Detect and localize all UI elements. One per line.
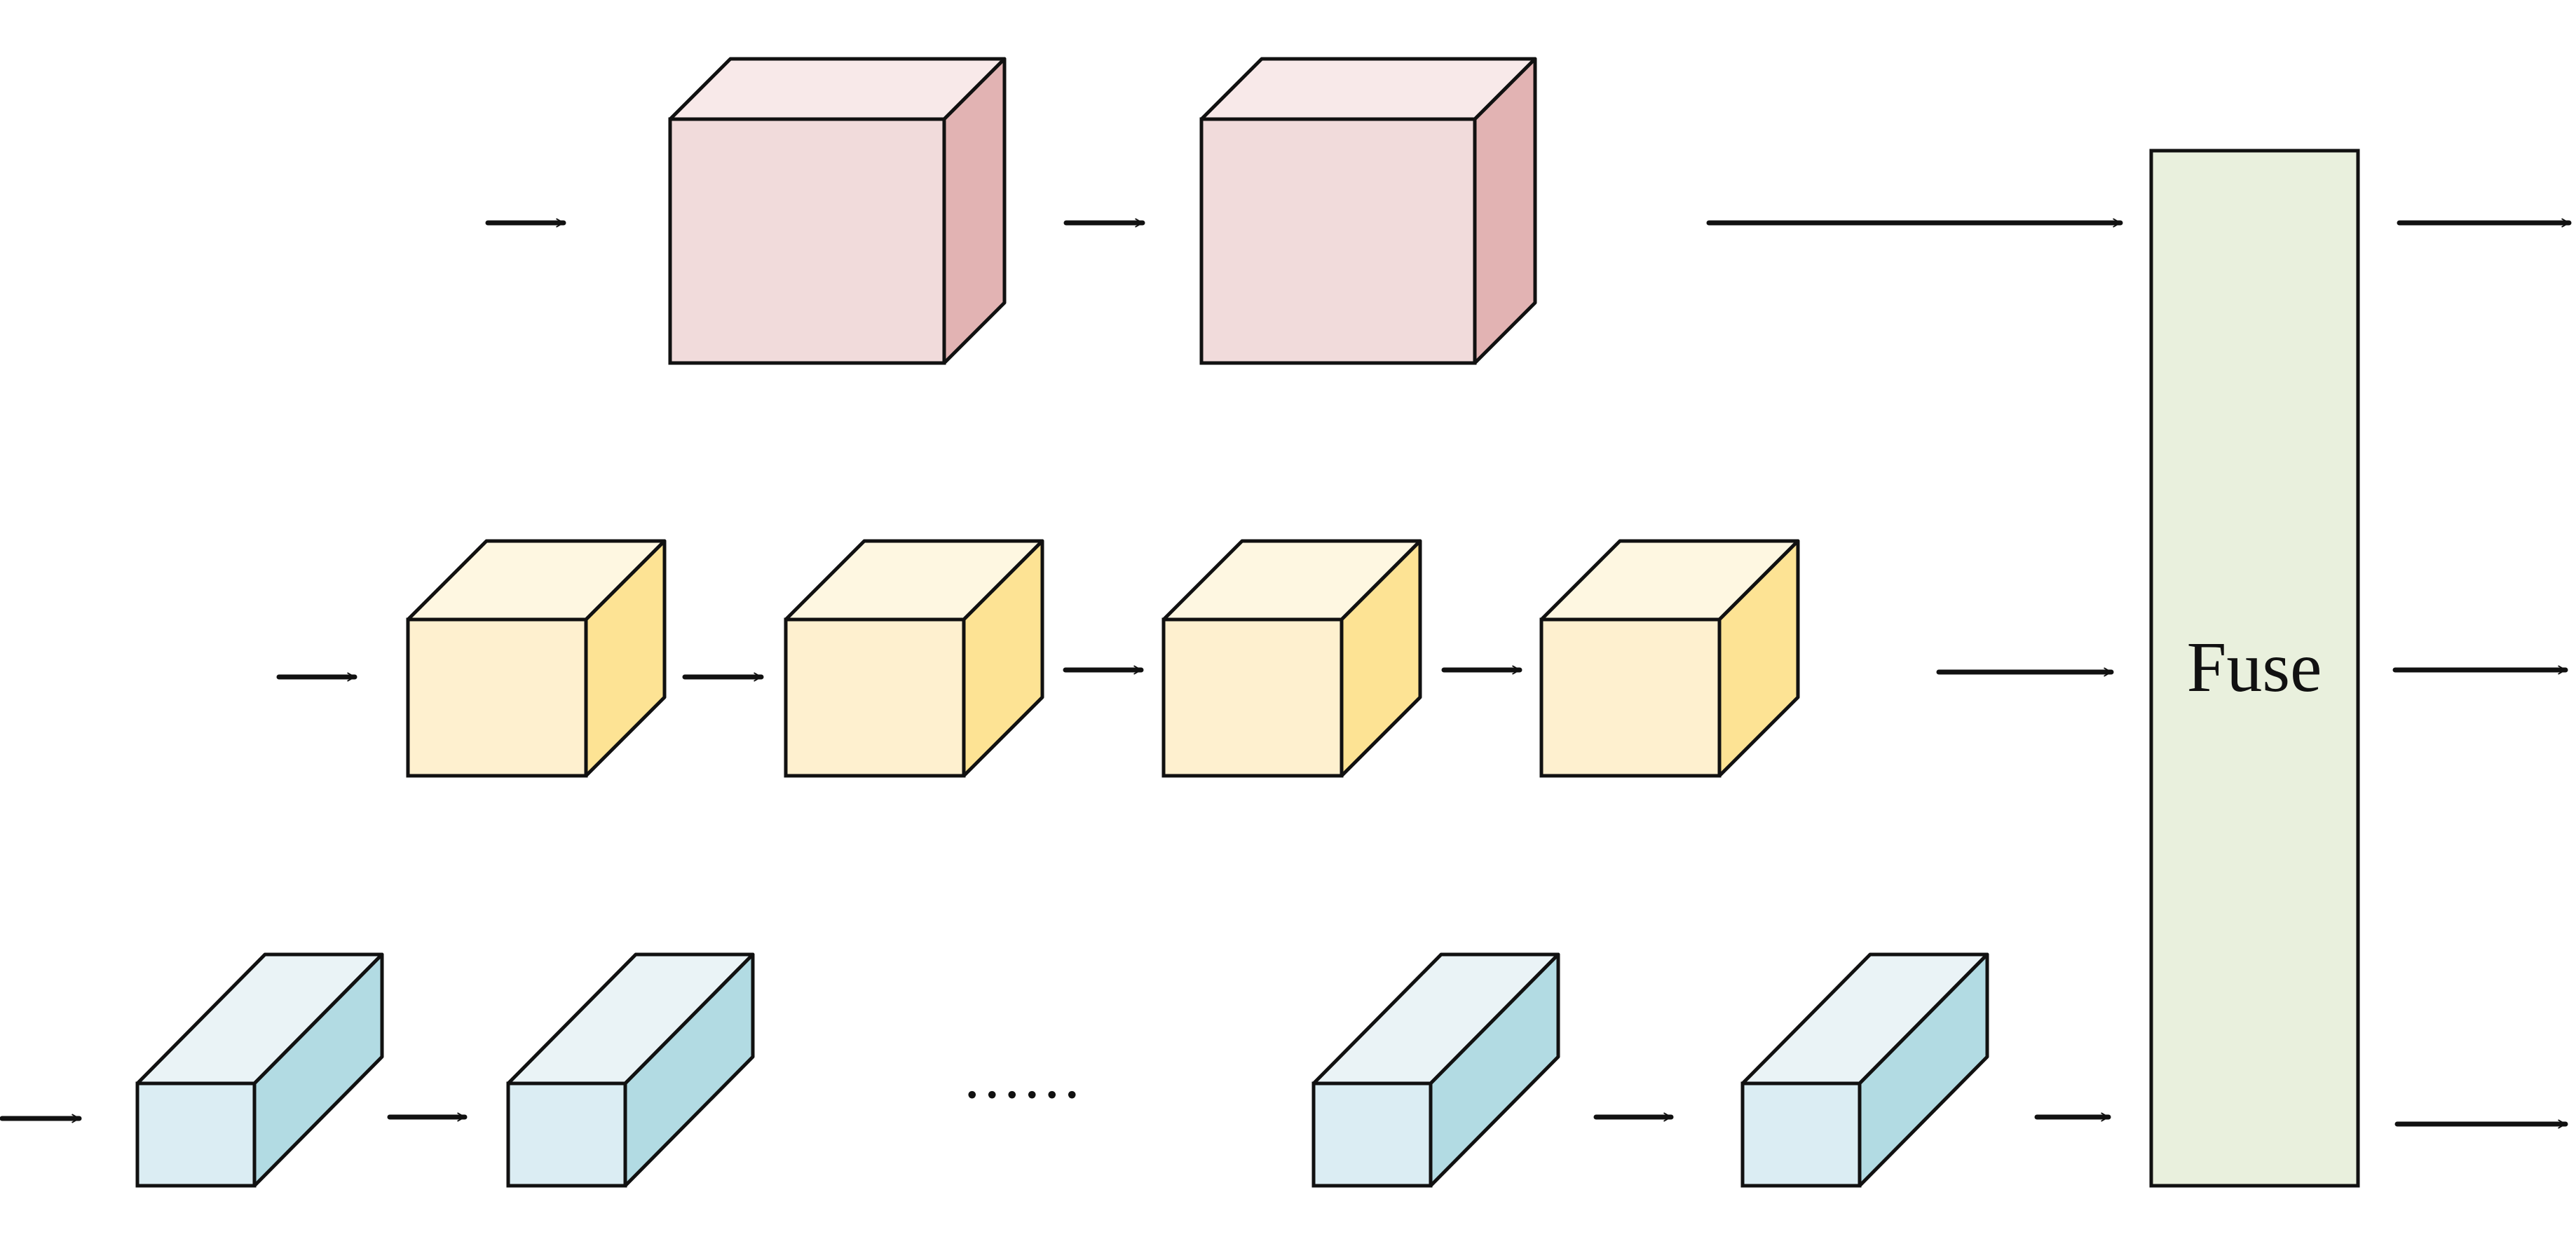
- ellipsis-label: ......: [965, 1042, 1084, 1111]
- row-middle-block-3: [1161, 539, 1422, 778]
- row-bottom-block-3: [1311, 952, 1560, 1188]
- row-bottom-block-1: [135, 952, 384, 1188]
- row-bottom-block-2-front-face: [506, 1081, 627, 1188]
- row-bottom-block-3-front-face: [1311, 1081, 1433, 1188]
- fuse-block: Fuse: [2149, 149, 2360, 1188]
- row-bottom-block-4-front-face: [1740, 1081, 1862, 1188]
- row-top-block-1: [668, 57, 1007, 365]
- row-middle-block-4: [1539, 539, 1800, 778]
- row-bottom-block-4: [1740, 952, 1989, 1188]
- blocks-layer: [135, 57, 1989, 1188]
- row-top-block-2: [1199, 57, 1537, 365]
- row-middle-block-3-front-face: [1161, 617, 1344, 778]
- row-middle-block-1: [406, 539, 667, 778]
- row-middle-block-1-front-face: [406, 617, 588, 778]
- fuse-rect: [2149, 149, 2360, 1188]
- row-top-block-1-front-face: [668, 117, 946, 365]
- fuse-label: Fuse: [2187, 628, 2322, 707]
- row-middle-block-2: [784, 539, 1044, 778]
- row-middle-block-2-front-face: [784, 617, 966, 778]
- arrows-layer: [0, 218, 2572, 1129]
- row-bottom-block-1-front-face: [135, 1081, 257, 1188]
- row-top-block-2-front-face: [1199, 117, 1477, 365]
- row-bottom-block-2: [506, 952, 755, 1188]
- row-middle-block-4-front-face: [1539, 617, 1722, 778]
